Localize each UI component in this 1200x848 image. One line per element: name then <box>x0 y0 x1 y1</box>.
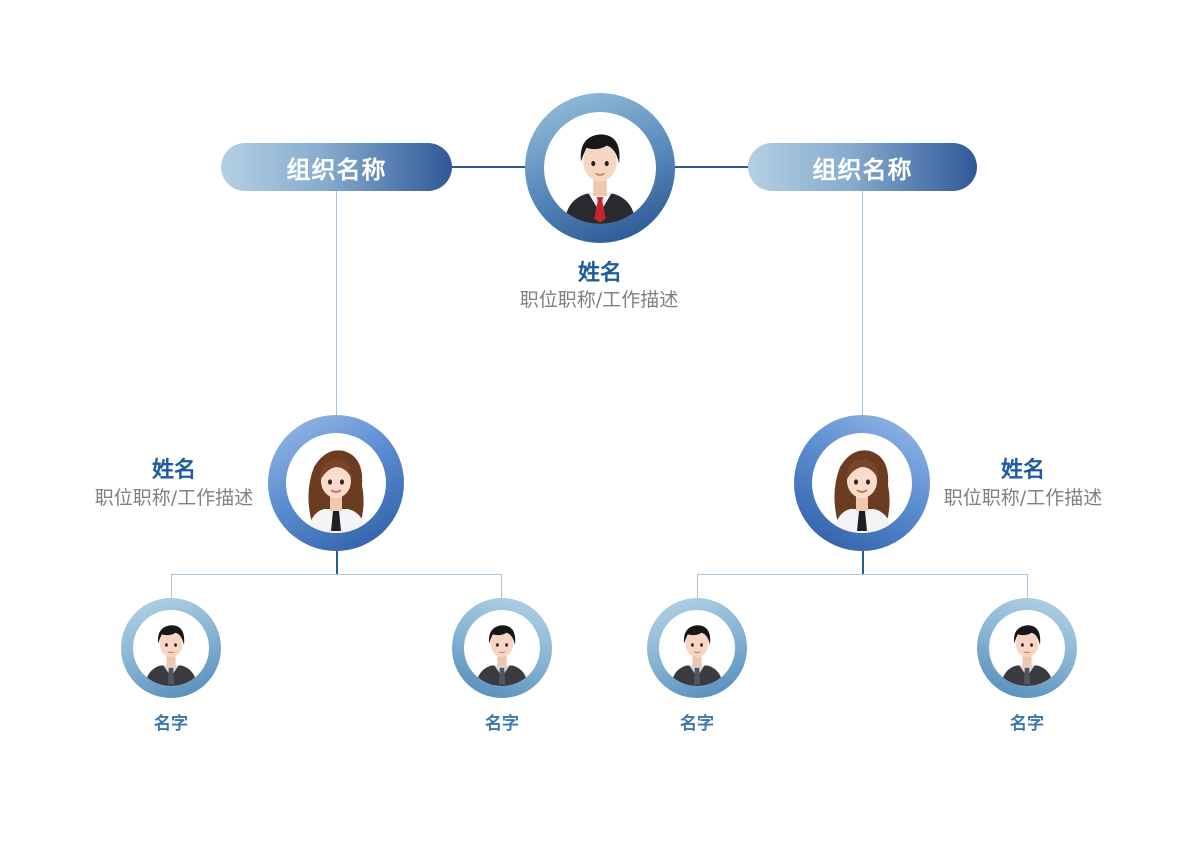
top-title: 职位职称/工作描述 <box>519 289 679 311</box>
connector-top-right <box>673 166 749 168</box>
member-2-avatar-ring[interactable] <box>452 598 552 698</box>
manager-left-title: 职位职称/工作描述 <box>94 487 254 509</box>
connector-org-left-down <box>336 190 337 418</box>
org-name-left[interactable]: 组织名称 <box>221 143 452 191</box>
connector-member-3 <box>697 574 698 600</box>
org-name-right[interactable]: 组织名称 <box>748 143 977 191</box>
connector-branch-right <box>697 574 1028 575</box>
member-3-name: 名字 <box>680 714 714 734</box>
top-avatar-ring[interactable] <box>525 93 675 243</box>
member-1-name: 名字 <box>154 714 188 734</box>
female-avatar-icon <box>834 450 892 533</box>
connector-member-2 <box>501 574 502 600</box>
top-name: 姓名 <box>577 261 622 286</box>
manager-right-title: 职位职称/工作描述 <box>943 487 1103 509</box>
member-2-name: 名字 <box>485 714 519 734</box>
male-avatar-icon <box>671 625 723 686</box>
member-3-avatar-ring[interactable] <box>647 598 747 698</box>
member-2-avatar <box>464 610 540 686</box>
connector-mgr-right-down <box>862 549 864 575</box>
female-avatar-icon <box>308 450 366 533</box>
manager-right-name: 姓名 <box>1000 458 1045 483</box>
connector-mgr-left-down <box>336 549 338 575</box>
connector-member-1 <box>171 574 172 600</box>
male-avatar-icon <box>145 625 197 686</box>
manager-left-avatar <box>286 433 386 533</box>
member-1-avatar <box>133 610 209 686</box>
manager-left-avatar-ring[interactable] <box>268 415 404 551</box>
member-1-avatar-ring[interactable] <box>121 598 221 698</box>
member-4-name: 名字 <box>1010 714 1044 734</box>
male-avatar-icon <box>1001 625 1053 686</box>
manager-left-name: 姓名 <box>151 458 196 483</box>
male-avatar-icon <box>476 625 528 686</box>
connector-top-left <box>450 166 528 168</box>
connector-branch-left <box>171 574 502 575</box>
male-avatar-icon-red-tie <box>564 134 636 224</box>
connector-org-right-down <box>862 190 863 418</box>
manager-right-avatar-ring[interactable] <box>794 415 930 551</box>
member-4-avatar <box>989 610 1065 686</box>
connector-member-4 <box>1027 574 1028 600</box>
top-avatar <box>544 112 656 224</box>
manager-right-avatar <box>812 433 912 533</box>
member-3-avatar <box>659 610 735 686</box>
member-4-avatar-ring[interactable] <box>977 598 1077 698</box>
